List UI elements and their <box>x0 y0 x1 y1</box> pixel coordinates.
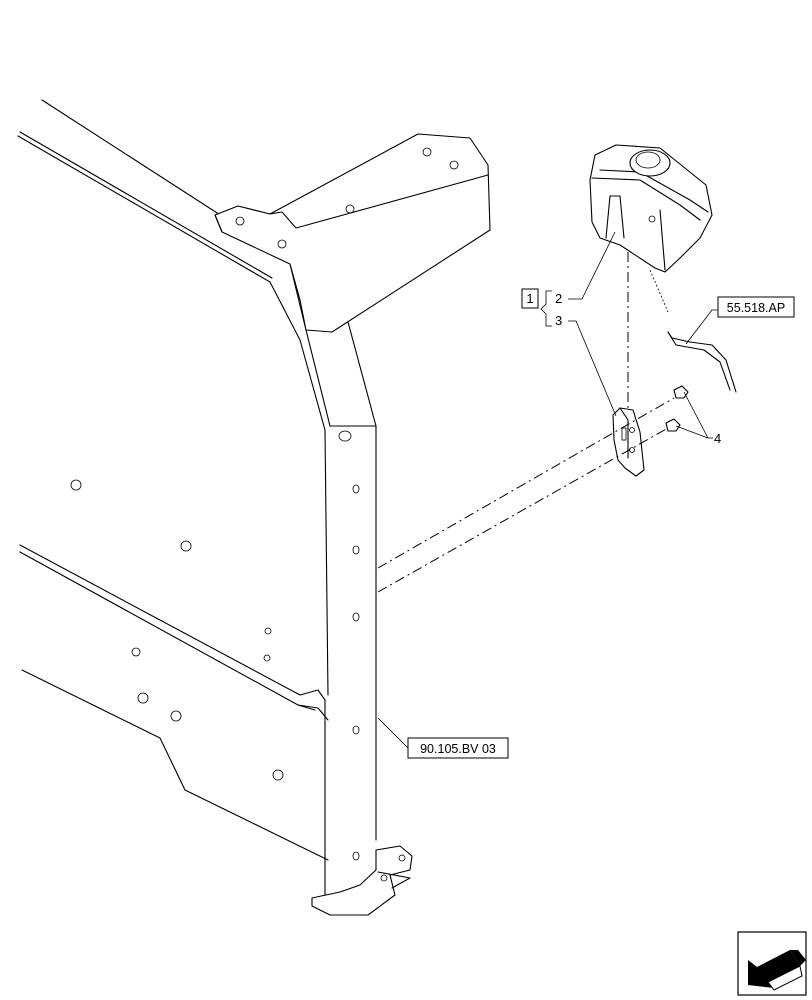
reference-frame[interactable]: 90.105.BV 03 <box>407 737 509 759</box>
callout-1-text: 1 <box>526 291 533 306</box>
arrow-lower-left-icon[interactable] <box>737 931 807 996</box>
reference-tank-hose[interactable]: 55.518.AP <box>717 296 795 318</box>
reference-tank-hose-text: 55.518.AP <box>727 301 785 315</box>
panel-nuts <box>70 479 284 781</box>
bracket <box>612 407 645 477</box>
upper-mounting-plate <box>214 133 491 333</box>
callout-2-text: 2 <box>555 291 562 306</box>
callout-3-text: 3 <box>555 313 562 328</box>
vertical-post <box>311 321 413 916</box>
assembly-lines <box>377 252 675 593</box>
hose <box>649 269 737 393</box>
reference-frame-text: 90.105.BV 03 <box>420 742 496 756</box>
reservoir-tank <box>589 144 713 273</box>
callout-kit-1: 1 <box>521 288 539 309</box>
leader-lines <box>377 231 718 749</box>
callout-4-text: 4 <box>714 431 721 446</box>
